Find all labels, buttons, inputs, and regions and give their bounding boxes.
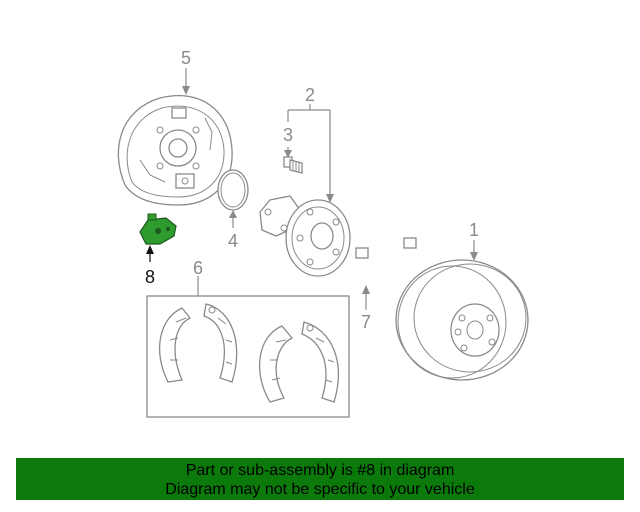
banner-line-1: Part or sub-assembly is #8 in diagram <box>185 462 455 479</box>
callout-5: 5 <box>181 48 191 68</box>
hub-bolt-part-3 <box>283 156 303 174</box>
banner-line-2: Diagram may not be specific to your vehi… <box>165 481 475 498</box>
o-ring-part-4 <box>217 169 249 211</box>
backing-plate-part-5 <box>117 94 233 206</box>
wheel-cylinder-part-8[interactable] <box>139 213 177 245</box>
callout-6: 6 <box>193 258 203 278</box>
info-banner: Part or sub-assembly is #8 in diagram Di… <box>16 458 624 500</box>
brake-drum-part-1 <box>395 259 529 381</box>
callout-4: 4 <box>228 231 238 251</box>
callout-3: 3 <box>283 125 293 145</box>
exploded-parts-diagram: 5 2 3 4 1 6 7 8 <box>117 48 529 418</box>
leader-lines <box>146 68 478 310</box>
brake-shoe-kit-part-6 <box>146 295 350 418</box>
callout-2: 2 <box>305 85 315 105</box>
callout-1: 1 <box>469 220 479 240</box>
hub-bearing-part-2 <box>259 195 351 277</box>
callout-7: 7 <box>361 312 371 332</box>
callout-8[interactable]: 8 <box>145 267 155 287</box>
brake-line-part-7 <box>355 237 417 285</box>
